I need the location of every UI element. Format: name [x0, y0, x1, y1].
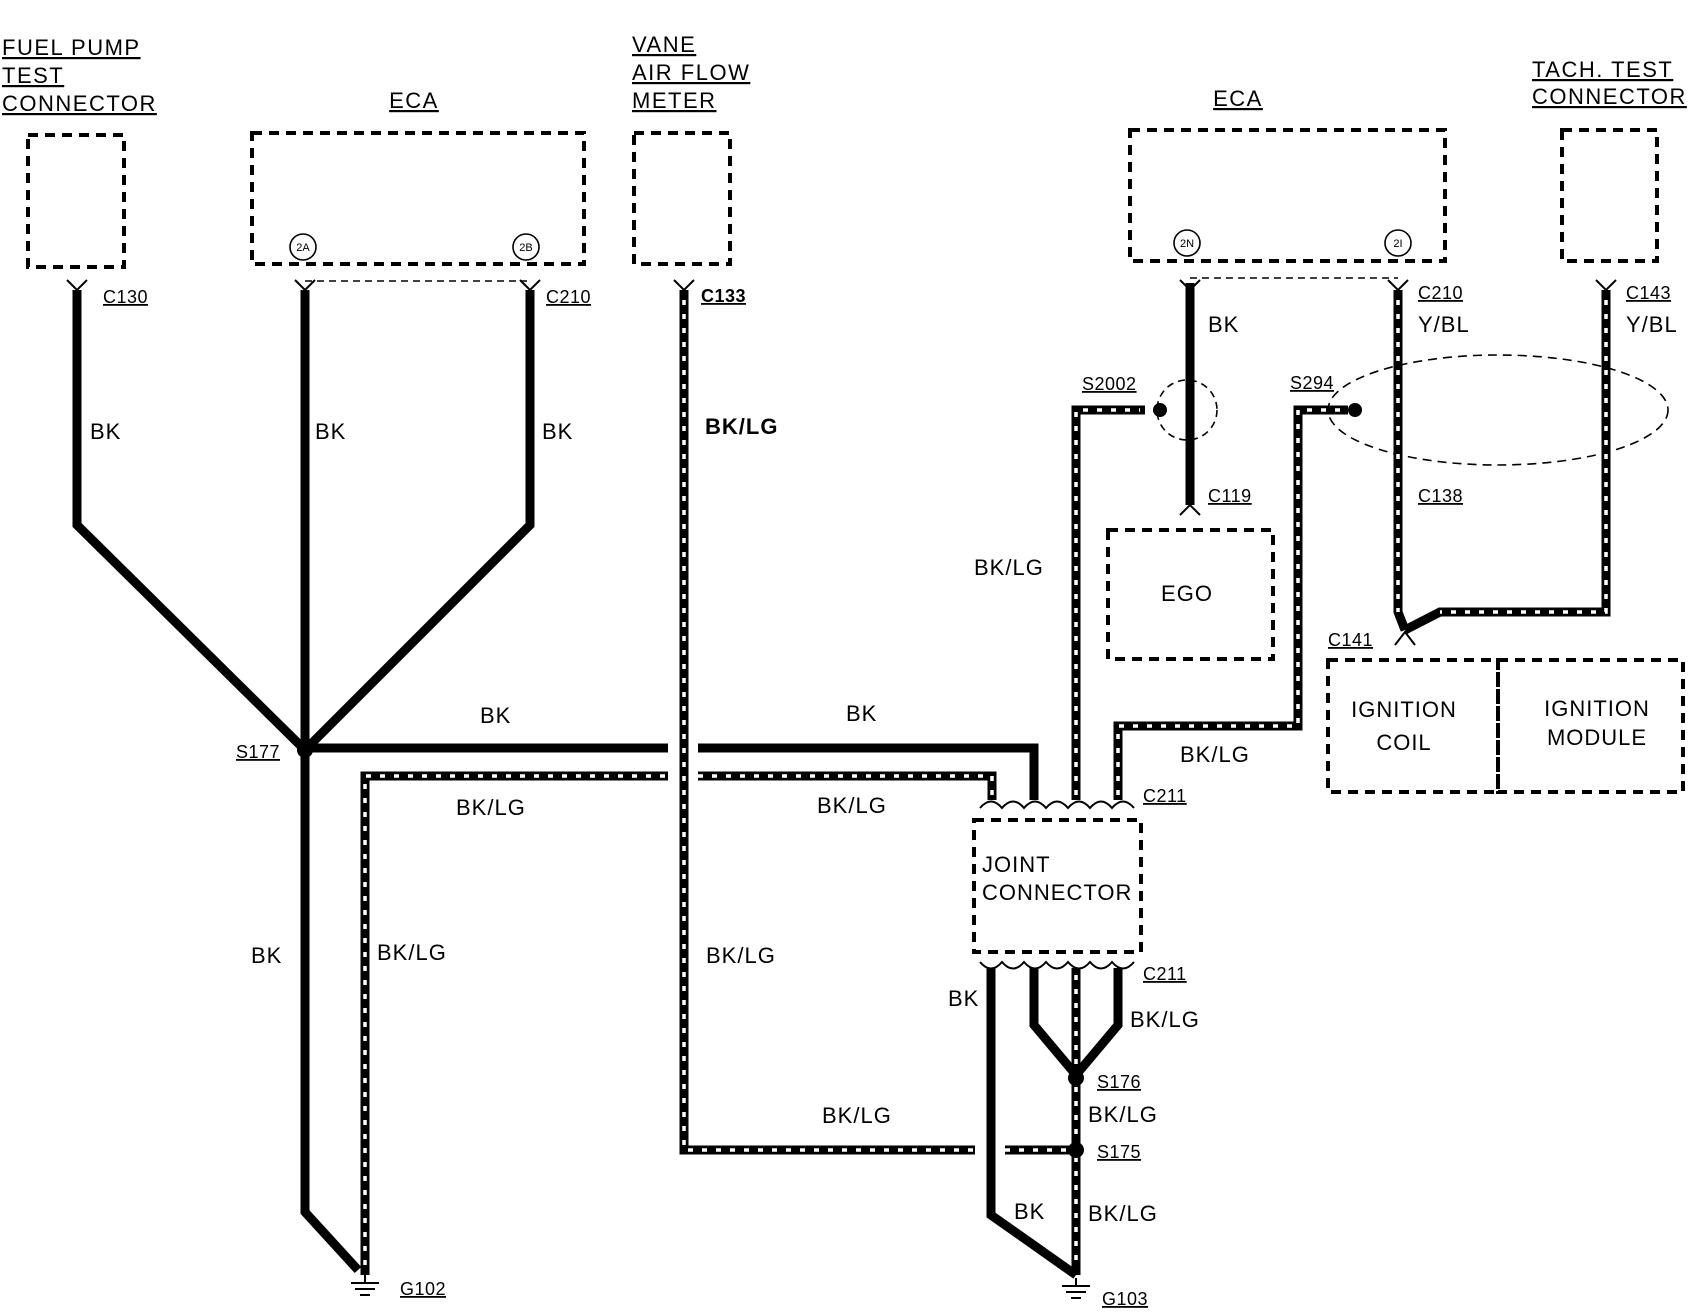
vaf-title-line3: METER [632, 88, 717, 113]
wire-label-y-bl: Y/BL [1626, 312, 1678, 337]
wire-label-bk: BK [1208, 312, 1239, 337]
shield-ellipse-s2002 [1156, 379, 1218, 441]
splice-dot-s176 [1068, 1070, 1084, 1086]
pin-circle-2n [1173, 229, 1201, 257]
wire-label-bk-lg: BK/LG [456, 795, 526, 820]
connector-c130: C130 [103, 287, 148, 307]
splice-label-s176: S176 [1097, 1072, 1141, 1092]
wire-label-bk: BK [542, 419, 573, 444]
fuel-pump-title-line1: FUEL PUMP [2, 35, 141, 60]
wire-label-bk: BK [480, 703, 511, 728]
ground-icon-g103 [1062, 1278, 1090, 1299]
eca-right-box [1128, 128, 1447, 263]
wire-label-bk-lg: BK/LG [974, 555, 1044, 580]
pin-circle-2a [289, 233, 317, 261]
pin-label-2n: 2N [1180, 238, 1194, 250]
splice-label-s294: S294 [1290, 373, 1334, 393]
fuel-pump-title-line3: CONNECTOR [2, 91, 157, 116]
splice-label-s2002: S2002 [1082, 374, 1137, 394]
eca-left-title: ECA [389, 88, 439, 113]
ego-box [1106, 528, 1275, 661]
pin-circle-2i [1384, 229, 1412, 257]
wire-label-bk: BK [948, 986, 979, 1011]
connector-c138: C138 [1418, 486, 1463, 506]
vaf-title-line2: AIR FLOW [632, 60, 750, 85]
wire-label-bk: BK [846, 701, 877, 726]
wire-label-bk-lg: BK/LG [817, 793, 887, 818]
bk-lg-stripes [363, 300, 1608, 1265]
wire-label-y-bl: Y/BL [1418, 312, 1470, 337]
wire-label-bk-lg: BK/LG [822, 1103, 892, 1128]
connector-c133: C133 [701, 286, 746, 306]
ignition-coil-box [1326, 658, 1500, 794]
wire-label-bk: BK [315, 419, 346, 444]
vane-air-flow-meter-box [632, 131, 732, 266]
fuel-pump-test-connector-box [26, 133, 126, 269]
splice-dot-s294 [1348, 403, 1362, 417]
tach-title-line1: TACH. TEST [1532, 57, 1673, 82]
connector-c210-left: C210 [546, 287, 591, 307]
eca-right-title: ECA [1213, 86, 1263, 111]
connector-c211-bottom: C211 [1143, 964, 1187, 984]
wire-label-bk-lg: BK/LG [1180, 742, 1250, 767]
ignition-module-box [1496, 658, 1685, 794]
connector-c211-top: C211 [1143, 786, 1187, 806]
ground-icon-g102 [351, 1275, 379, 1296]
wire-label-bk-lg: BK/LG [1130, 1007, 1200, 1032]
splice-label-s177: S177 [236, 742, 280, 762]
joint-connector-box [972, 818, 1143, 954]
ignition-coil-label-line2: COIL [1376, 730, 1431, 755]
wire-label-bk: BK [251, 943, 282, 968]
splice-dot-s177 [297, 742, 313, 758]
splice-dot-s175 [1068, 1142, 1084, 1158]
pin-label-2b: 2B [519, 242, 532, 254]
wire-label-bk-lg: BK/LG [1088, 1201, 1158, 1226]
pin-label-2a: 2A [296, 242, 310, 254]
pin-circle-2b [512, 233, 540, 261]
pin-label-2i: 2I [1393, 238, 1402, 250]
connector-c141: C141 [1328, 630, 1373, 650]
wire-label-bk-lg: BK/LG [705, 414, 778, 439]
splice-dot-s2002 [1153, 403, 1167, 417]
ignition-module-label-line1: IGNITION [1544, 696, 1650, 721]
ground-label-g102: G102 [400, 1279, 446, 1299]
tach-test-connector-box [1560, 128, 1659, 263]
fuel-pump-title-line2: TEST [2, 63, 64, 88]
tach-title-line2: CONNECTOR [1532, 84, 1687, 109]
ignition-coil-label-line1: IGNITION [1351, 697, 1457, 722]
joint-connector-label-line2: CONNECTOR [982, 880, 1132, 905]
connector-c119: C119 [1208, 486, 1252, 506]
wire-label-bk-lg: BK/LG [1088, 1102, 1158, 1127]
shield-ellipse-s294 [1327, 354, 1669, 466]
ignition-module-label-line2: MODULE [1547, 725, 1647, 750]
wire-label-bk: BK [90, 419, 121, 444]
ego-label: EGO [1161, 581, 1213, 606]
wire-label-bk-lg: BK/LG [377, 940, 447, 965]
splice-label-s175: S175 [1097, 1142, 1141, 1162]
vaf-title-line1: VANE [632, 32, 696, 57]
wire-label-bk: BK [1014, 1199, 1045, 1224]
wire-label-bk-lg: BK/LG [706, 943, 776, 968]
ground-label-g103: G103 [1102, 1289, 1148, 1309]
connector-c143: C143 [1626, 283, 1671, 303]
joint-connector-label-line1: JOINT [982, 852, 1051, 877]
connector-c210-right: C210 [1418, 283, 1463, 303]
bk-wires [72, 283, 1195, 1279]
eca-left-box [250, 131, 586, 266]
connector-forks [66, 279, 1617, 970]
